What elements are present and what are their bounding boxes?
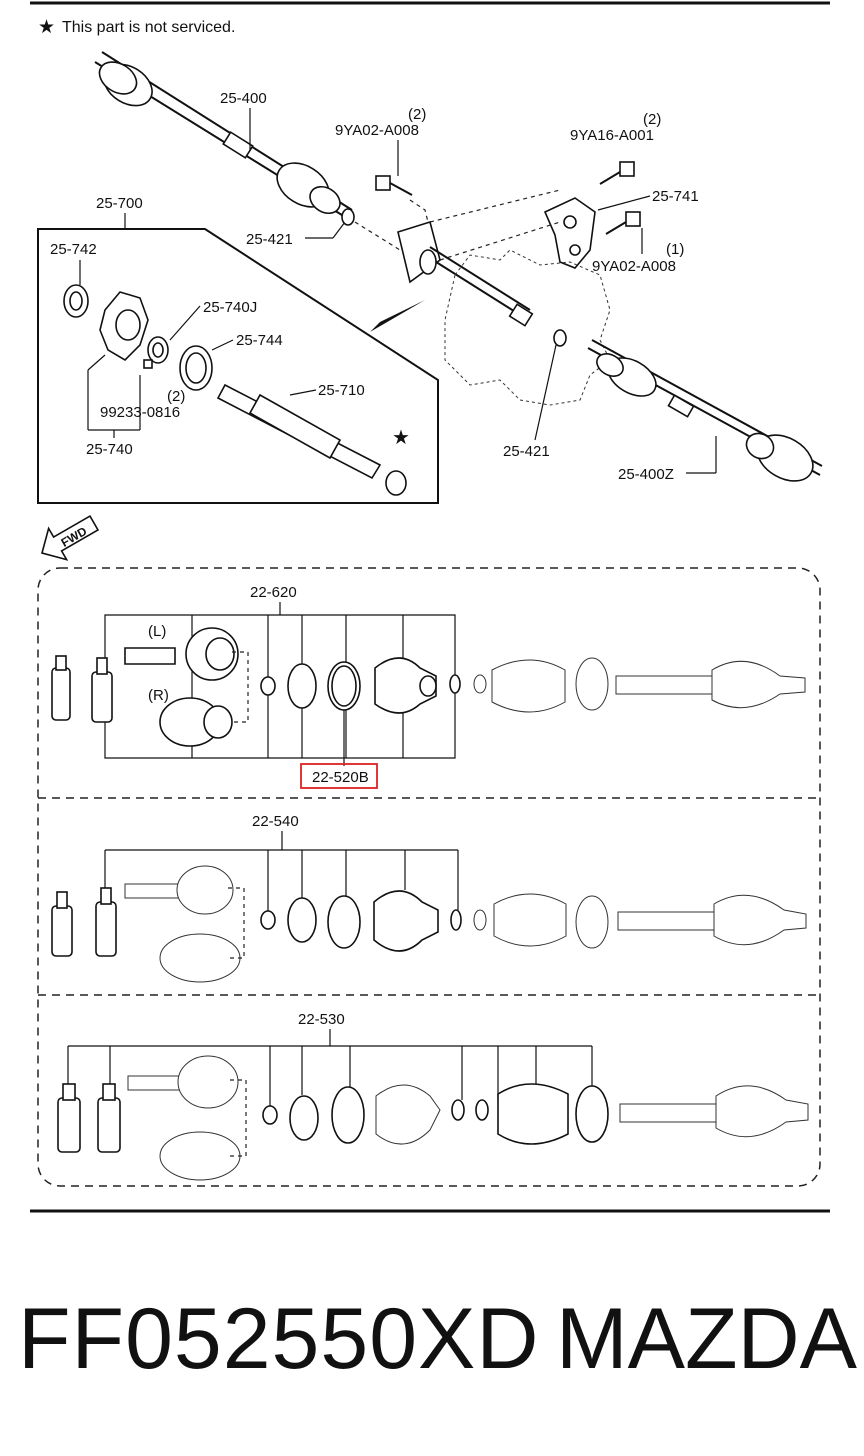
cv-boot-outer (493, 893, 567, 947)
callout-qty: (1) (666, 241, 684, 258)
left-joint-label: (L) (148, 623, 166, 640)
clip-ring (287, 897, 317, 943)
left-drive-shaft (94, 51, 353, 221)
clip-ring (287, 663, 317, 709)
snap-ring (262, 1105, 278, 1125)
cv-joint-right (159, 933, 241, 983)
axle-shaft (619, 1103, 717, 1123)
callout-25-421: 25-421 (503, 443, 550, 460)
transmission-outline (444, 249, 611, 406)
outer-cv-joint (713, 894, 807, 946)
grease-tube (51, 655, 113, 723)
highlight-box (300, 763, 378, 789)
callout-qty: (2) (408, 106, 426, 123)
axle-shaft (617, 911, 715, 931)
cv-boot-outer (497, 1083, 569, 1145)
cv-joint-left (176, 865, 234, 915)
grease-tube (51, 887, 117, 957)
callout-25-740j: 25-740J (203, 299, 257, 316)
brand-name: MAZDA (556, 1291, 857, 1387)
right-drive-shaft (587, 339, 823, 482)
cv-boot (374, 657, 437, 714)
kits-dashed-frame (37, 567, 821, 1187)
bolt-9ya02-a008 (375, 175, 413, 196)
right-joint-label: (R) (148, 687, 169, 704)
kit-code-22-620: 22-620 (250, 584, 297, 601)
snap-ring (260, 676, 276, 696)
outer-cv-joint (711, 660, 806, 709)
cv-boot (373, 890, 439, 952)
callout-25-710: 25-710 (318, 382, 365, 399)
callout-25-400: 25-400 (220, 90, 267, 107)
cv-joint-left (124, 627, 239, 681)
not-serviced-note: This part is not serviced. (62, 19, 235, 36)
callout-qty: (2) (643, 111, 661, 128)
cv-joint-right (159, 1131, 241, 1181)
callout-25-421: 25-421 (246, 231, 293, 248)
callout-qty: (2) (167, 388, 185, 405)
callout-9ya16-a001: 9YA16-A001 (570, 127, 654, 144)
callout-25-400z: 25-400Z (618, 466, 674, 483)
clip-ring (341, 208, 355, 226)
cv-joint-left (177, 1055, 239, 1109)
cv-boot (375, 1084, 441, 1145)
callout-25-742: 25-742 (50, 241, 97, 258)
detail-box-title: 25-700 (96, 195, 143, 212)
joint-shaft (216, 383, 382, 480)
highlighted-part-22-520b: 22-520B (312, 769, 369, 786)
detail-box-25-700 (37, 228, 439, 504)
callout-25-744: 25-744 (236, 332, 283, 349)
boot-band (331, 1086, 365, 1144)
clip-ring (289, 1095, 319, 1141)
callout-9ya02-a008-lower: 9YA02-A008 (592, 258, 676, 275)
bolt-9ya16-a001 (599, 161, 635, 185)
outer-cv-joint (715, 1085, 809, 1138)
snap-ring (385, 470, 407, 496)
cv-boot-outer (491, 659, 566, 713)
callout-25-740: 25-740 (86, 441, 133, 458)
bearing-support-bracket (543, 197, 596, 269)
forward-arrow-icon: FWD (41, 514, 100, 561)
clip-ring (553, 329, 567, 347)
star-icon: ★ (38, 17, 55, 38)
callout-9ya02-a008: 9YA02-A008 (335, 122, 419, 139)
bolt-9ya02-a008-lower (605, 211, 641, 235)
kit-code-22-530: 22-530 (298, 1011, 345, 1028)
part-number: FF052550XD (18, 1291, 540, 1387)
axle-shaft (615, 675, 713, 695)
kit-code-22-540: 22-540 (252, 813, 299, 830)
star-icon: ★ (392, 427, 410, 449)
callout-99233-0816: 99233-0816 (100, 404, 180, 421)
boot-band (327, 895, 361, 949)
snap-ring (260, 910, 276, 930)
callout-25-741: 25-741 (652, 188, 699, 205)
cv-joint-right (159, 697, 233, 747)
grease-tube (57, 1083, 121, 1153)
